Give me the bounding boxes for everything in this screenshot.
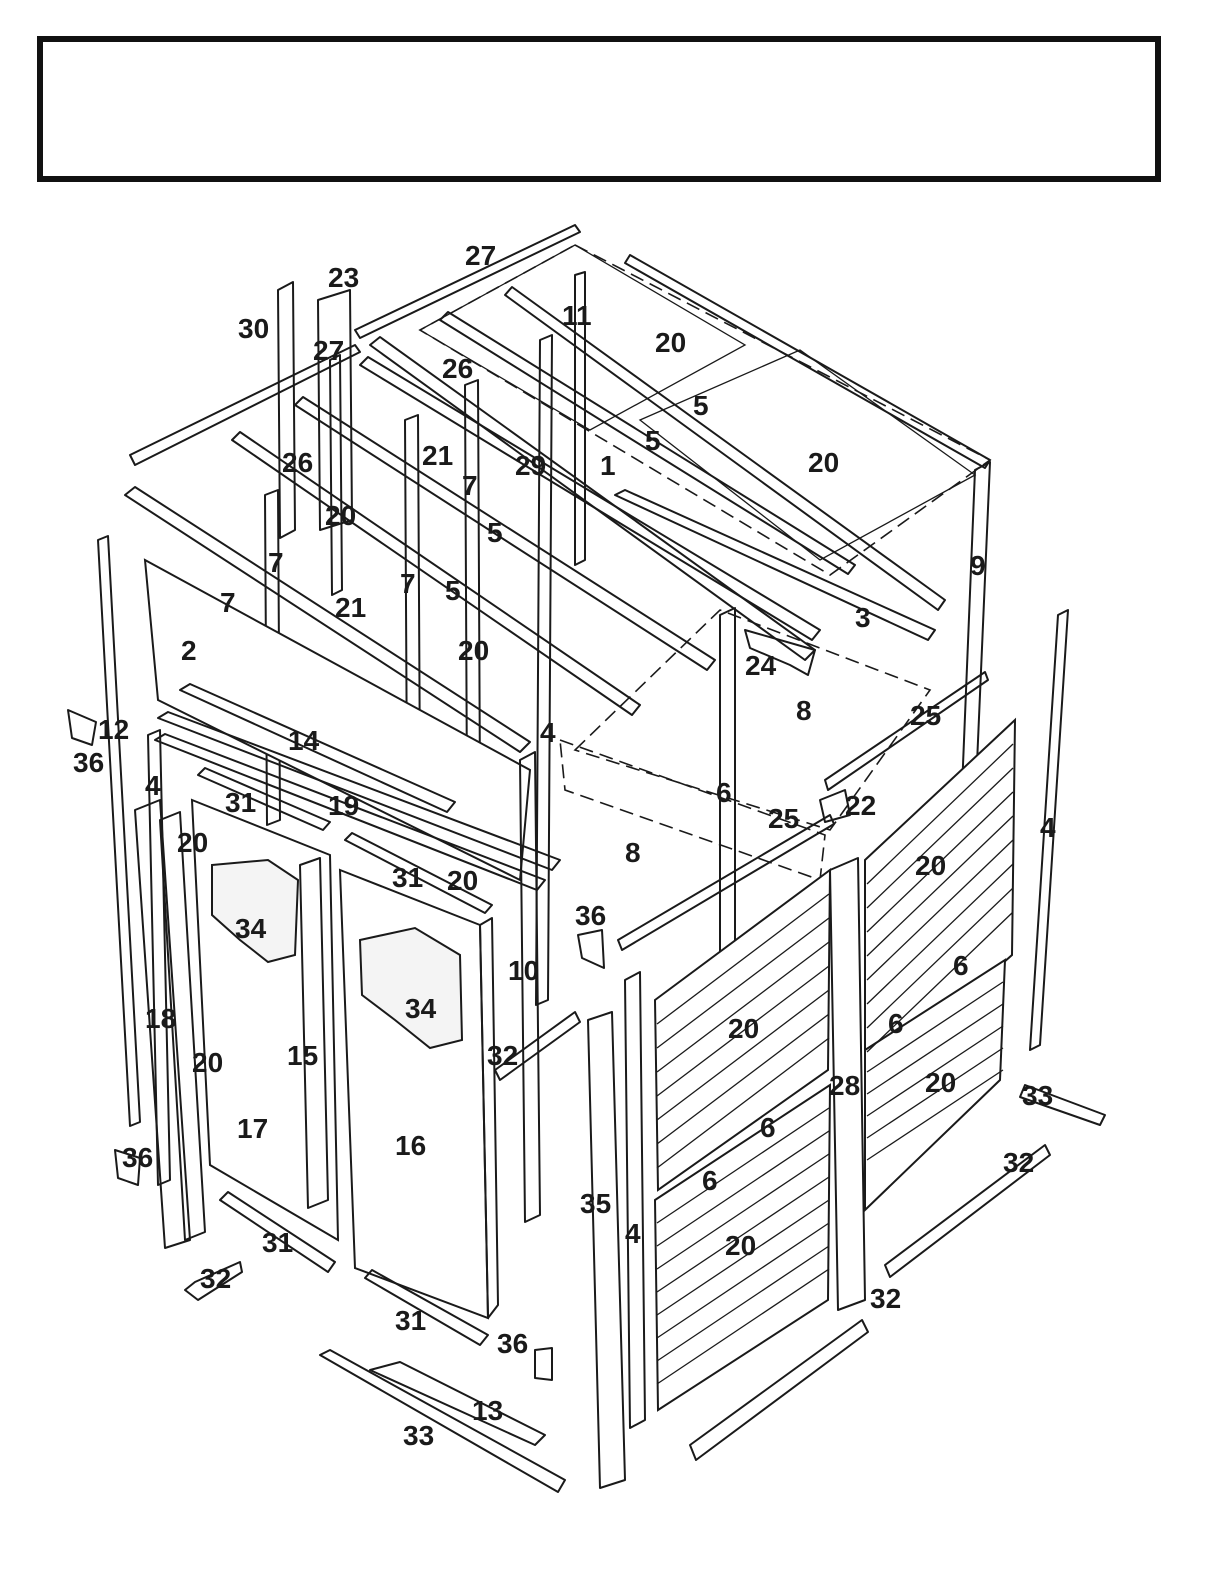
- callout-20: 20: [177, 827, 208, 858]
- callout-32: 32: [1003, 1147, 1034, 1178]
- callout-30: 30: [238, 313, 269, 344]
- callout-10: 10: [508, 955, 539, 986]
- rail-33-front: [320, 1350, 565, 1492]
- callout-4: 4: [625, 1218, 641, 1249]
- callout-36: 36: [575, 900, 606, 931]
- callout-7: 7: [462, 470, 478, 501]
- rail-13: [370, 1362, 545, 1445]
- callout-11: 11: [562, 300, 592, 331]
- callout-35: 35: [580, 1188, 611, 1219]
- callout-4: 4: [145, 770, 161, 801]
- callout-6: 6: [760, 1112, 776, 1143]
- callout-24: 24: [745, 650, 777, 681]
- callout-32: 32: [200, 1263, 231, 1294]
- callout-32: 32: [487, 1040, 518, 1071]
- callout-12: 12: [98, 714, 129, 745]
- callout-28: 28: [829, 1070, 860, 1101]
- callout-31: 31: [392, 862, 423, 893]
- callout-31: 31: [225, 787, 256, 818]
- post-12: [98, 536, 140, 1126]
- rail-9-right-top: [625, 255, 990, 468]
- callout-21: 21: [335, 592, 366, 623]
- callout-29: 29: [515, 450, 546, 481]
- callout-21: 21: [422, 440, 453, 471]
- callout-6: 6: [953, 950, 969, 981]
- post-4-corner: [625, 972, 645, 1428]
- callout-34: 34: [235, 913, 267, 944]
- callout-6: 6: [716, 777, 732, 808]
- callout-23: 23: [328, 262, 359, 293]
- post-30: [278, 282, 295, 538]
- callout-33: 33: [1022, 1080, 1053, 1111]
- callout-1: 1: [600, 450, 616, 481]
- callout-5: 5: [487, 517, 503, 548]
- callout-34: 34: [405, 993, 437, 1024]
- stud-f: [330, 355, 342, 595]
- roof-beam-5: [505, 287, 945, 610]
- callout-17: 17: [237, 1113, 268, 1144]
- callout-20: 20: [808, 447, 839, 478]
- callout-5: 5: [445, 575, 461, 606]
- callout-27: 27: [465, 240, 496, 271]
- callout-20: 20: [325, 500, 356, 531]
- bracket-36-left: [68, 710, 96, 745]
- callout-6: 6: [888, 1008, 904, 1039]
- callout-36: 36: [497, 1328, 528, 1359]
- post-35: [588, 1012, 625, 1488]
- side-panel-8-upper: [575, 610, 930, 830]
- callout-8: 8: [625, 837, 641, 868]
- callout-2: 2: [181, 635, 197, 666]
- callout-14: 14: [288, 725, 320, 756]
- callout-5: 5: [693, 390, 709, 421]
- bracket-36-front: [535, 1348, 552, 1380]
- callout-19: 19: [328, 790, 359, 821]
- callout-20: 20: [728, 1013, 759, 1044]
- bracket-36-center: [578, 930, 604, 968]
- callout-4: 4: [540, 717, 556, 748]
- callout-7: 7: [220, 587, 236, 618]
- callout-13: 13: [472, 1395, 503, 1426]
- callout-22: 22: [845, 790, 876, 821]
- callout-31: 31: [262, 1227, 293, 1258]
- callout-20: 20: [458, 635, 489, 666]
- callout-20: 20: [915, 850, 946, 881]
- callout-6: 6: [702, 1165, 718, 1196]
- callout-4: 4: [1040, 812, 1056, 843]
- callout-36: 36: [122, 1142, 153, 1173]
- callout-25: 25: [768, 803, 799, 834]
- callout-36: 36: [73, 747, 104, 778]
- stud-a: [536, 335, 552, 1005]
- callout-5: 5: [645, 425, 661, 456]
- callout-20: 20: [655, 327, 686, 358]
- callout-7: 7: [400, 568, 416, 599]
- callout-33: 33: [403, 1420, 434, 1451]
- callout-3: 3: [855, 602, 871, 633]
- callout-27: 27: [313, 335, 344, 366]
- callout-25: 25: [910, 700, 941, 731]
- callout-20: 20: [925, 1067, 956, 1098]
- callout-26: 26: [442, 353, 473, 384]
- callout-18: 18: [145, 1003, 176, 1034]
- callout-16: 16: [395, 1130, 426, 1161]
- callout-31: 31: [395, 1305, 426, 1336]
- callout-7: 7: [268, 547, 284, 578]
- callout-8: 8: [796, 695, 812, 726]
- callout-20: 20: [447, 865, 478, 896]
- callout-9: 9: [970, 550, 986, 581]
- callout-32: 32: [870, 1283, 901, 1314]
- callout-26: 26: [282, 447, 313, 478]
- callout-15: 15: [287, 1040, 318, 1071]
- callout-20: 20: [725, 1230, 756, 1261]
- interior-studs: [265, 272, 735, 1005]
- callout-20: 20: [192, 1047, 223, 1078]
